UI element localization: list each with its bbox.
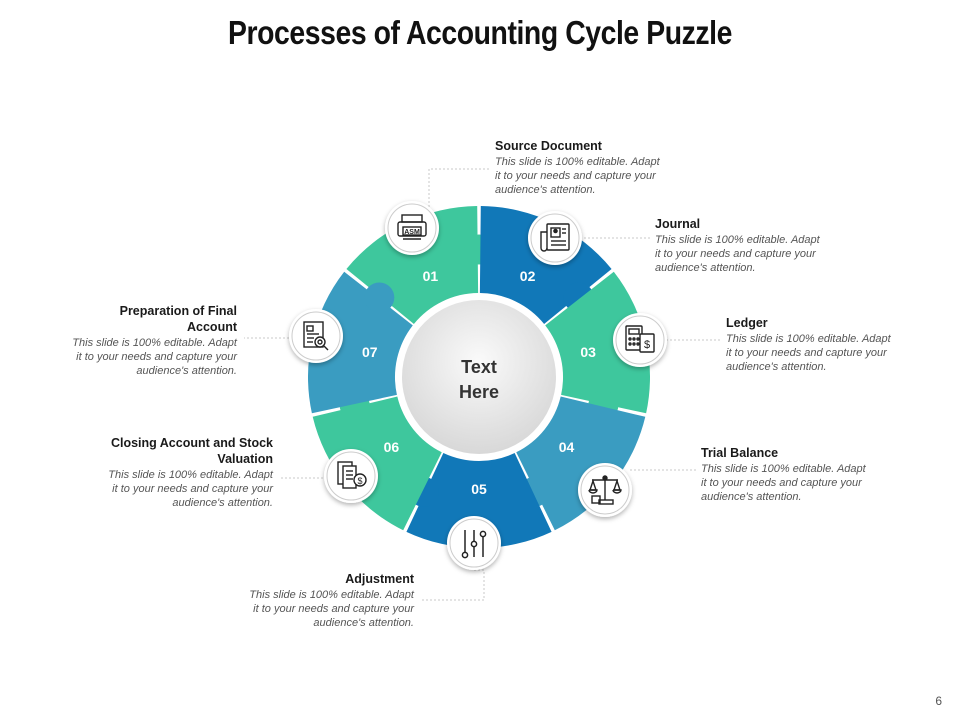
- label-heading-line2: Valuation: [217, 452, 273, 466]
- label-heading: Source Document: [495, 139, 602, 153]
- body-line: it to your needs and capture your: [76, 351, 237, 363]
- label-body: This slide is 100% editable. Adapt it to…: [701, 462, 901, 504]
- segment-number-02: 02: [520, 268, 536, 284]
- connector-source-document: [428, 168, 490, 215]
- segment-number-06: 06: [384, 439, 400, 455]
- puzzle-segment-03: [545, 271, 650, 414]
- segment-numbers: 01 02 03 04 05 06 07: [362, 268, 596, 497]
- label-heading-line1: Preparation of Final: [119, 304, 237, 318]
- segment-number-01: 01: [423, 268, 439, 284]
- page-number: 6: [935, 694, 942, 708]
- center-text-line1: Text: [461, 357, 497, 377]
- newspaper-icon: [540, 223, 570, 252]
- segment-number-07: 07: [362, 344, 378, 360]
- icon-badge-ledger: $: [613, 313, 667, 367]
- label-journal: Journal This slide is 100% editable. Ada…: [655, 216, 855, 275]
- icon-badge-trial-balance: [578, 463, 632, 517]
- icon-badge-preparation: [289, 309, 343, 363]
- label-body: This slide is 100% editable. Adapt it to…: [37, 336, 237, 378]
- body-line: audience's attention.: [313, 617, 414, 629]
- label-heading: Adjustment: [345, 572, 414, 586]
- body-line: it to your needs and capture your: [701, 477, 862, 489]
- icon-badge-journal: [528, 211, 582, 265]
- label-trial-balance: Trial Balance This slide is 100% editabl…: [701, 445, 901, 504]
- body-line: This slide is 100% editable. Adapt: [701, 463, 866, 475]
- body-line: audience's attention.: [701, 491, 802, 503]
- puzzle-segment-04: [516, 396, 646, 531]
- report-search-icon: [303, 321, 329, 351]
- printer-icon: ASM: [397, 214, 427, 240]
- connector-adjustment: [420, 569, 485, 601]
- body-line: This slide is 100% editable. Adapt: [495, 156, 660, 168]
- label-heading-line1: Closing Account and Stock: [110, 436, 273, 450]
- svg-text:$: $: [644, 339, 650, 351]
- body-line: audience's attention.: [172, 497, 273, 509]
- body-line: it to your needs and capture your: [655, 248, 816, 260]
- label-adjustment: Adjustment This slide is 100% editable. …: [214, 571, 414, 630]
- body-line: audience's attention.: [136, 365, 237, 377]
- body-line: audience's attention.: [655, 262, 756, 274]
- puzzle-segment-05: [406, 453, 552, 548]
- icon-badge-adjustment: [447, 516, 501, 570]
- body-line: it to your needs and capture your: [726, 347, 887, 359]
- calculator-icon: $: [625, 325, 655, 353]
- segment-number-05: 05: [471, 481, 487, 497]
- icon-badge-closing: $: [324, 449, 378, 503]
- body-line: it to your needs and capture your: [495, 170, 656, 182]
- body-line: it to your needs and capture your: [112, 483, 273, 495]
- label-heading: Journal: [655, 217, 701, 231]
- body-line: This slide is 100% editable. Adapt: [726, 333, 891, 345]
- label-source-document: Source Document This slide is 100% edita…: [495, 138, 695, 197]
- label-body: This slide is 100% editable. Adapt it to…: [214, 588, 414, 630]
- svg-text:$: $: [357, 476, 362, 486]
- segment-number-03: 03: [580, 344, 596, 360]
- label-heading: Trial Balance: [701, 446, 779, 460]
- label-heading: Ledger: [726, 316, 768, 330]
- body-line: it to your needs and capture your: [253, 603, 414, 615]
- page-title: Processes of Accounting Cycle Puzzle: [228, 14, 732, 51]
- sliders-icon: [461, 530, 487, 559]
- label-preparation: Preparation of Final Account This slide …: [37, 303, 237, 378]
- body-line: This slide is 100% editable. Adapt: [655, 234, 820, 246]
- connector-lines: [244, 168, 722, 601]
- puzzle-segment-06: [312, 396, 442, 531]
- body-line: audience's attention.: [726, 361, 827, 373]
- center-text-line2: Here: [459, 382, 499, 402]
- documents-icon: $: [337, 461, 367, 489]
- label-heading-line2: Account: [187, 320, 237, 334]
- puzzle-knob-07: [364, 282, 395, 313]
- label-body: This slide is 100% editable. Adapt it to…: [726, 332, 926, 374]
- label-closing: Closing Account and Stock Valuation This…: [73, 435, 273, 510]
- svg-text:ASM: ASM: [404, 229, 420, 236]
- label-body: This slide is 100% editable. Adapt it to…: [73, 468, 273, 510]
- body-line: This slide is 100% editable. Adapt: [108, 469, 273, 481]
- segment-number-04: 04: [559, 439, 575, 455]
- icon-badge-source-document: ASM: [385, 201, 439, 255]
- puzzle-segments: [308, 206, 650, 548]
- label-body: This slide is 100% editable. Adapt it to…: [655, 233, 855, 275]
- body-line: audience's attention.: [495, 184, 596, 196]
- body-line: This slide is 100% editable. Adapt: [249, 589, 414, 601]
- body-line: This slide is 100% editable. Adapt: [72, 337, 237, 349]
- center-circle: [402, 300, 556, 454]
- label-ledger: Ledger This slide is 100% editable. Adap…: [726, 315, 926, 374]
- scales-icon: [588, 475, 622, 505]
- label-body: This slide is 100% editable. Adapt it to…: [495, 155, 695, 197]
